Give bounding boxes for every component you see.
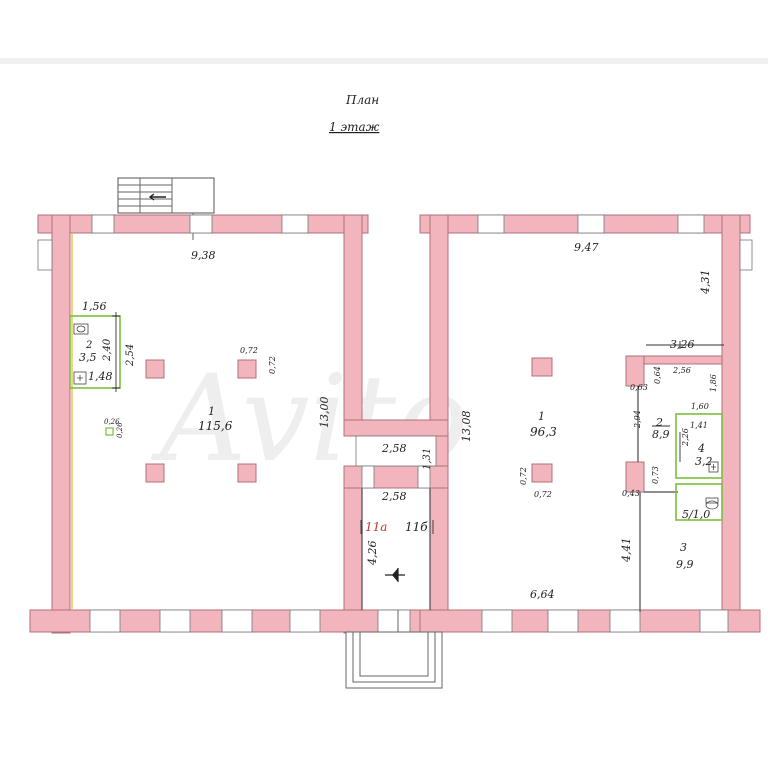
entrance-stairs-top: [117, 177, 215, 240]
right-col-size-a: 0,72: [519, 467, 528, 485]
r2-gap: 0,73: [651, 466, 660, 484]
corridor-upper-height: 1,31: [422, 448, 433, 470]
r2-offset-b: 0,63: [630, 383, 648, 392]
right-block-walls: [419, 214, 761, 633]
left-columns: [145, 359, 257, 483]
room-11a-label: 11а: [365, 520, 387, 534]
left-col-size-a: 0,72: [240, 346, 258, 355]
middle-corridor: [343, 419, 449, 610]
r2-wall: 0,43: [622, 489, 640, 498]
corridor-lower-width: 2,58: [381, 490, 407, 503]
left-height: 13,00: [318, 397, 331, 429]
left-room2-width: 1,56: [82, 300, 107, 313]
r2-area: 8,9: [652, 428, 670, 441]
dimension-ticks: [360, 520, 434, 534]
right-col-size-b: 0,72: [534, 490, 552, 499]
r4-width: 1,60: [691, 402, 709, 411]
left-room2-dim-b: 2,54: [125, 344, 136, 367]
left-pipe-size-b: 0,26: [116, 422, 124, 438]
r4-number: 4: [697, 442, 705, 455]
floor-title: 1 этаж: [329, 120, 380, 134]
r4-area: 3,2: [695, 455, 713, 468]
left-room1-number: 1: [208, 405, 215, 418]
right-room-4: [675, 413, 723, 479]
r4-height: 2,26: [681, 428, 690, 447]
right-room1-number: 1: [538, 410, 545, 423]
right-top-width: 9,47: [574, 241, 599, 254]
entrance-porch-bottom: [345, 610, 443, 689]
r2-width: 3,26: [670, 338, 695, 351]
room-11b-label: 11б: [405, 520, 428, 534]
pipe-marker: [105, 427, 114, 436]
r2-height: 2,94: [633, 410, 642, 429]
right-room-2: [625, 341, 724, 612]
left-room2-number: 2: [85, 340, 92, 351]
r2-offset-a: 0,64: [653, 366, 662, 384]
left-room2-area: 3,5: [79, 351, 97, 364]
r2-number: 2: [655, 416, 663, 429]
left-room2-dim-c: 1,48: [88, 370, 113, 383]
right-bottom-width: 6,64: [530, 588, 555, 601]
left-top-width: 9,38: [191, 249, 216, 262]
left-col-size-b: 0,72: [268, 356, 277, 374]
corridor-upper-width: 2,58: [381, 442, 407, 455]
right-columns: [531, 357, 553, 483]
r4-inner: 1,41: [690, 421, 708, 430]
left-room1-area: 115,6: [198, 419, 233, 433]
r3-number: 3: [680, 541, 687, 554]
right-room-5: [675, 483, 723, 521]
left-block-walls: [29, 214, 451, 634]
r3-area: 9,9: [676, 558, 694, 571]
page-divider: [0, 58, 768, 64]
left-room2-dim-a: 2,40: [102, 338, 113, 362]
corridor-depth: 4,26: [366, 541, 379, 567]
r2-inner: 2,56: [672, 366, 691, 375]
r2-depth: 1,86: [709, 374, 718, 392]
plan-title: План: [345, 93, 379, 107]
left-pipe-size-a: 0,26: [104, 418, 120, 426]
right-height: 13,08: [460, 411, 473, 443]
right-room1-area: 96,3: [530, 425, 557, 439]
r3-depth: 4,41: [620, 538, 633, 564]
left-room-2: [69, 312, 121, 392]
right-upper-right: 4,31: [699, 270, 712, 296]
r5-label: 5/1,0: [682, 508, 710, 521]
